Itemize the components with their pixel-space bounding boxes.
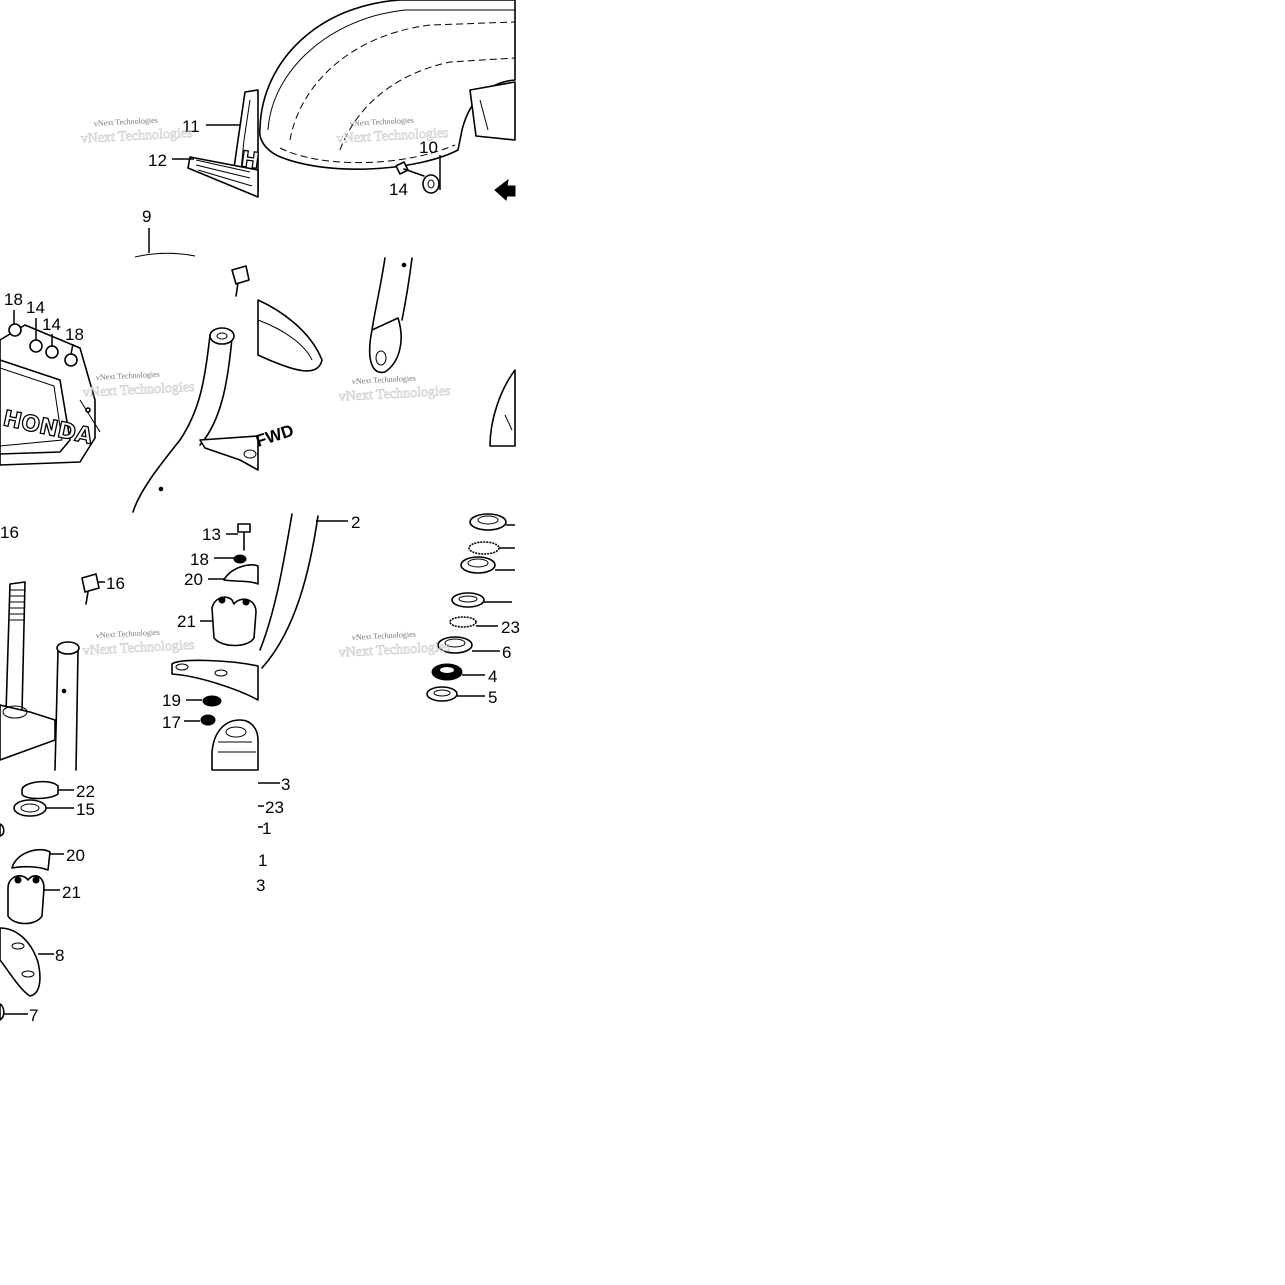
svg-text:17: 17 — [162, 713, 181, 732]
svg-text:16: 16 — [106, 574, 125, 593]
svg-text:14: 14 — [389, 180, 408, 199]
svg-text:vNext Technologies: vNext Technologies — [94, 116, 158, 128]
svg-text:21: 21 — [62, 883, 81, 902]
cover-fasteners — [8, 310, 78, 367]
svg-text:vNext Technologies: vNext Technologies — [352, 374, 416, 386]
callout-5: 5 — [488, 688, 497, 707]
svg-text:3: 3 — [281, 775, 290, 794]
svg-text:23: 23 — [501, 618, 520, 637]
watermark: vNext Technologies vNext Technologies — [338, 630, 451, 661]
fwd-arrow-icon — [494, 178, 516, 201]
svg-text:5: 5 — [488, 688, 497, 707]
svg-text:15: 15 — [76, 800, 95, 819]
callout-1-upper: 1 — [258, 819, 271, 838]
bottom-bridge-lower: 8 7 — [0, 927, 64, 1025]
svg-text:22: 22 — [76, 782, 95, 801]
svg-text:1: 1 — [258, 851, 267, 870]
callout-14-left: 14 — [26, 298, 45, 317]
callout-12: 12 — [148, 151, 194, 170]
svg-text:7: 7 — [29, 1006, 38, 1025]
callout-23: 23 — [501, 618, 520, 637]
watermark: vNext Technologies vNext Technologies — [338, 374, 451, 405]
callout-14-middle: 14 — [42, 315, 61, 334]
callout-6: 6 — [502, 643, 511, 662]
stem-nut-and-washer: 22 15 — [0, 780, 95, 837]
svg-text:18: 18 — [190, 550, 209, 569]
svg-text:20: 20 — [66, 846, 85, 865]
callout-23-lower: 23 — [258, 798, 284, 817]
svg-text:vNext Technologies: vNext Technologies — [96, 370, 160, 382]
watermark: vNext Technologies vNext Technologies — [82, 628, 195, 659]
callout-16-left: 16 — [0, 523, 19, 542]
svg-text:18: 18 — [4, 290, 23, 309]
callout-11: 11 — [182, 117, 240, 136]
callout-1-lower: 1 — [258, 851, 267, 870]
svg-text:vNext Technologies: vNext Technologies — [96, 628, 160, 640]
fork-leg-lower — [259, 513, 348, 669]
svg-text:19: 19 — [162, 691, 181, 710]
handlebar-holder-upper: 13 18 20 21 — [177, 523, 259, 647]
watermark: vNext Technologies vNext Technologies — [82, 370, 195, 401]
svg-text:12: 12 — [148, 151, 167, 170]
svg-text:vNext Technologies: vNext Technologies — [336, 126, 449, 147]
svg-text:2: 2 — [351, 513, 360, 532]
svg-text:FWD: FWD — [253, 421, 296, 451]
svg-text:18: 18 — [65, 325, 84, 344]
emblem-plate: H — [187, 89, 262, 198]
callout-2: 2 — [351, 513, 360, 532]
svg-text:9: 9 — [142, 207, 151, 226]
svg-text:vNext Technologies: vNext Technologies — [80, 126, 193, 147]
watermark: vNext Technologies vNext Technologies — [80, 116, 193, 147]
svg-text:10: 10 — [419, 138, 438, 157]
svg-text:20: 20 — [184, 570, 203, 589]
callout-18-left: 18 — [4, 290, 23, 309]
fwd-label: FWD — [253, 421, 296, 451]
svg-text:13: 13 — [202, 525, 221, 544]
fork-tube-upper — [132, 327, 259, 513]
callout-3-upper: 3 — [258, 775, 290, 794]
callout-3-lower: 3 — [256, 876, 265, 895]
svg-text:8: 8 — [55, 946, 64, 965]
svg-text:11: 11 — [182, 117, 200, 136]
svg-text:4: 4 — [488, 667, 497, 686]
callout-14-bolt: 14 — [389, 161, 425, 199]
svg-text:6: 6 — [502, 643, 511, 662]
svg-text:23: 23 — [265, 798, 284, 817]
svg-text:21: 21 — [177, 612, 196, 631]
svg-text:1: 1 — [262, 819, 271, 838]
watermarks: vNext Technologies vNext Technologies vN… — [80, 116, 451, 661]
steering-stem — [0, 581, 80, 771]
callout-18-right: 18 — [65, 325, 84, 344]
svg-text:14: 14 — [42, 315, 61, 334]
watermark: vNext Technologies vNext Technologies — [336, 116, 449, 147]
svg-text:vNext Technologies: vNext Technologies — [338, 384, 451, 405]
svg-text:16: 16 — [0, 523, 19, 542]
callout-9: 9 — [134, 207, 196, 258]
svg-text:vNext Technologies: vNext Technologies — [82, 638, 195, 659]
svg-text:vNext Technologies: vNext Technologies — [352, 630, 416, 642]
callout-10: 10 — [419, 138, 441, 194]
svg-text:vNext Technologies: vNext Technologies — [338, 640, 451, 661]
front-fender — [258, 0, 516, 170]
bearing-stack — [426, 513, 515, 702]
svg-text:vNext Technologies: vNext Technologies — [82, 380, 195, 401]
callout-4: 4 — [488, 667, 497, 686]
svg-text:vNext Technologies: vNext Technologies — [350, 116, 414, 128]
fender-stay — [257, 257, 516, 447]
bottom-bridge: 19 17 — [162, 659, 259, 771]
svg-text:14: 14 — [26, 298, 45, 317]
svg-text:3: 3 — [256, 876, 265, 895]
handlebar-holder-lower: 20 21 — [7, 846, 85, 925]
callout-16: 16 — [81, 573, 125, 605]
bolt-top — [231, 265, 250, 297]
